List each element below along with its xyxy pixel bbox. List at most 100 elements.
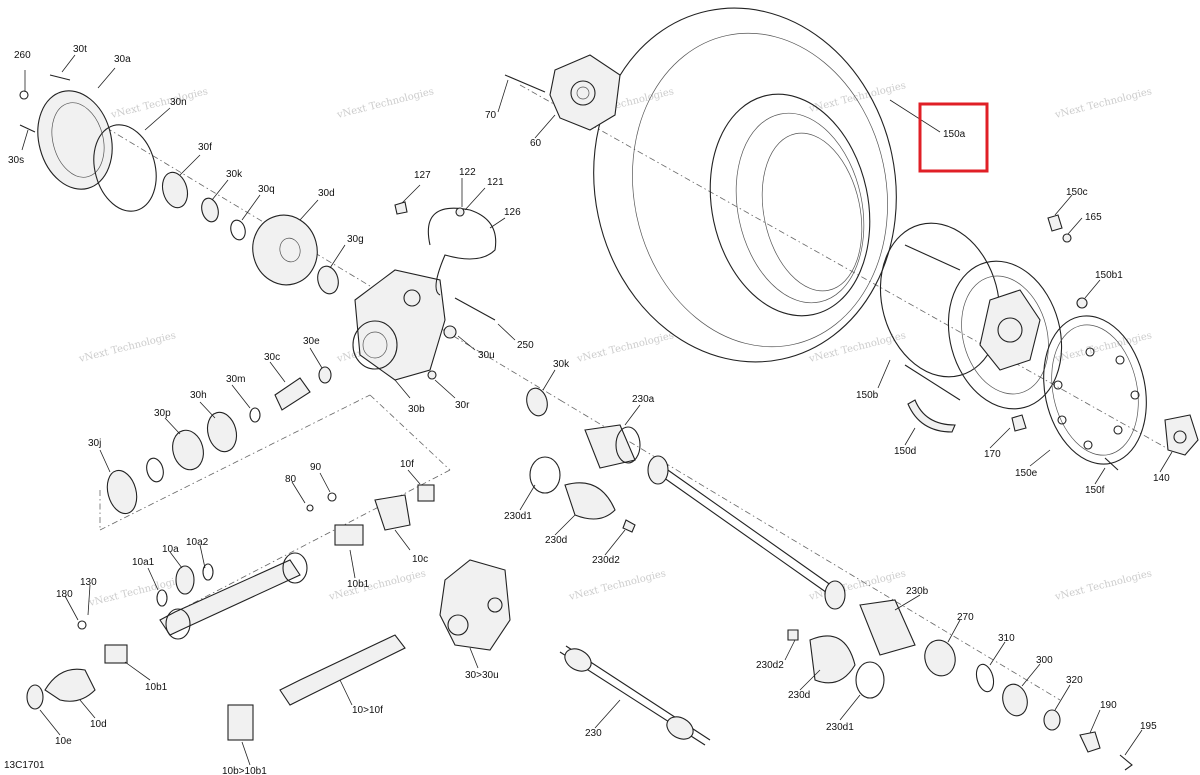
gearbox-housing [352, 269, 446, 381]
part-label[interactable]: 60 [530, 138, 542, 149]
part-label[interactable]: 10a2 [186, 537, 209, 548]
part-label[interactable]: 260 [14, 50, 31, 61]
part-label[interactable]: 230d1 [826, 722, 854, 733]
diagram-code: 13C1701 [4, 760, 45, 771]
watermark: vNext Technologies [87, 574, 187, 609]
part-label[interactable]: 30p [154, 408, 171, 419]
watermark: vNext Technologies [807, 568, 907, 603]
part-label[interactable]: 70 [485, 110, 497, 121]
part-label[interactable]: 230d2 [592, 555, 620, 566]
part-label[interactable]: 230d [788, 690, 810, 701]
part-label[interactable]: 30j [88, 438, 101, 449]
clamp-121 [455, 207, 465, 217]
part-label[interactable]: 122 [459, 167, 476, 178]
part-label[interactable]: 250 [517, 340, 534, 351]
watermark: vNext Technologies [109, 86, 209, 121]
drive-shafts [529, 424, 916, 746]
lug-nut-170 [1011, 414, 1027, 432]
part-label[interactable]: 30k [553, 359, 570, 370]
watermark: vNext Technologies [575, 330, 675, 365]
part-label[interactable]: 126 [504, 207, 521, 218]
highlight-box[interactable] [918, 102, 989, 173]
part-label[interactable]: 140 [1153, 473, 1170, 484]
part-label[interactable]: 30d [318, 188, 335, 199]
part-label[interactable]: 30q [258, 184, 275, 195]
part-label[interactable]: 150b [856, 390, 879, 401]
part-label[interactable]: 10>10f [352, 705, 383, 716]
part-label[interactable]: 310 [998, 633, 1015, 644]
part-label[interactable]: 30s [8, 155, 24, 166]
part-label[interactable]: 10b1 [145, 682, 168, 693]
part-label[interactable]: 30a [114, 54, 131, 65]
part-label[interactable]: 30e [303, 336, 320, 347]
part-label-150a[interactable]: 150a [943, 129, 966, 140]
part-label[interactable]: 10a1 [132, 557, 155, 568]
part-label[interactable]: 130 [80, 577, 97, 588]
leader-lines [21, 54, 1173, 766]
part-label[interactable]: 150f [1085, 485, 1105, 496]
part-label[interactable]: 80 [285, 474, 297, 485]
part-label[interactable]: 10b>10b1 [222, 766, 267, 775]
plug-30r [427, 370, 437, 380]
part-label[interactable]: 150b1 [1095, 270, 1123, 281]
part-label[interactable]: 10f [400, 459, 414, 470]
part-label[interactable]: 230b [906, 586, 929, 597]
part-label[interactable]: 150c [1066, 187, 1088, 198]
part-label[interactable]: 165 [1085, 212, 1102, 223]
watermark: vNext Technologies [77, 330, 177, 365]
part-label[interactable]: 230a [632, 394, 655, 405]
part-label[interactable]: 30g [347, 234, 364, 245]
part-label[interactable]: 300 [1036, 655, 1053, 666]
valve-150c [1047, 214, 1063, 232]
watermark: vNext Technologies [807, 80, 907, 115]
rim [879, 222, 1063, 410]
part-label[interactable]: 30f [198, 142, 212, 153]
part-label[interactable]: 30t [73, 44, 87, 55]
part-label[interactable]: 230d [545, 535, 567, 546]
tire [593, 7, 897, 363]
hub-140 [1164, 414, 1199, 456]
part-label[interactable]: 10e [55, 736, 72, 747]
part-label[interactable]: 10c [412, 554, 428, 565]
part-label[interactable]: 10d [90, 719, 107, 730]
part-label[interactable]: 30n [170, 97, 187, 108]
part-label[interactable]: 30c [264, 352, 280, 363]
part-label[interactable]: 170 [984, 449, 1001, 460]
part-label[interactable]: 230d1 [504, 511, 532, 522]
part-label[interactable]: 30h [190, 390, 207, 401]
bolt-250 [454, 297, 496, 321]
watermark: vNext Technologies [1053, 568, 1153, 603]
hub-bearing-group [924, 639, 1133, 771]
pinion-group [106, 366, 332, 515]
part-label[interactable]: 270 [957, 612, 974, 623]
part-label[interactable]: 30b [408, 404, 425, 415]
part-label[interactable]: 121 [487, 177, 504, 188]
propshaft-group [26, 484, 435, 741]
part-label[interactable]: 150d [894, 446, 916, 457]
gearbox-cover-group [19, 74, 339, 295]
part-label[interactable]: 190 [1100, 700, 1117, 711]
part-label[interactable]: 150e [1015, 468, 1038, 479]
part-label[interactable]: 230 [585, 728, 602, 739]
part-label[interactable]: 180 [56, 589, 73, 600]
wheel-hub-60 [504, 54, 621, 131]
part-label[interactable]: 30>30u [465, 670, 499, 681]
part-label[interactable]: 90 [310, 462, 322, 473]
part-label[interactable]: 320 [1066, 675, 1083, 686]
part-label[interactable]: 127 [414, 170, 431, 181]
clip-127 [394, 201, 408, 215]
part-label[interactable]: 10b1 [347, 579, 370, 590]
part-label[interactable]: 30k [226, 169, 243, 180]
cap-165 [1062, 233, 1072, 243]
part-label[interactable]: 10a [162, 544, 179, 555]
part-label[interactable]: 30u [478, 350, 495, 361]
front-differential [439, 559, 511, 651]
part-label[interactable]: 195 [1140, 721, 1157, 732]
axis-lines [59, 84, 1171, 701]
rim-protector-150d [907, 399, 956, 433]
nut-150b1 [1076, 297, 1088, 309]
part-label[interactable]: 30m [226, 374, 245, 385]
part-label[interactable]: 230d2 [756, 660, 784, 671]
part-label[interactable]: 30r [455, 400, 470, 411]
